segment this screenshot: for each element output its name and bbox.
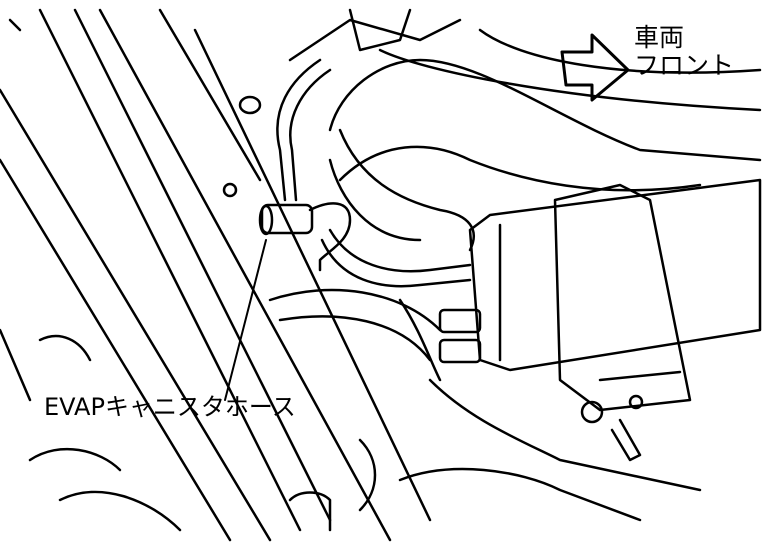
vehicle-front-line2: フロント [634, 51, 735, 80]
arrow-right-icon [560, 33, 630, 102]
vehicle-front-label: 車両 フロント [634, 24, 734, 80]
evap-canister [398, 178, 762, 492]
vehicle-front-line1: 車両 [634, 23, 685, 52]
evap-canister-hose [224, 58, 472, 401]
evap-hose-label: EVAPキャニスタホース [44, 393, 296, 421]
frame-rails [0, 8, 432, 542]
lower-components [28, 334, 642, 532]
intake-housing [222, 8, 762, 362]
